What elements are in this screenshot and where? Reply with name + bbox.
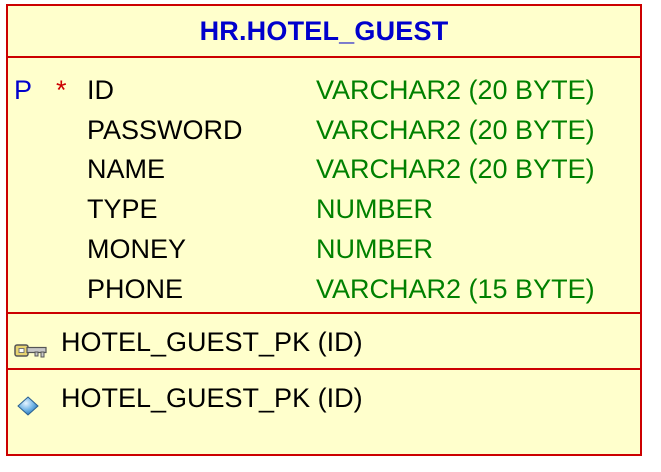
- column-datatype: NUMBER: [316, 194, 434, 224]
- table-header: HR.HOTEL_GUEST: [8, 6, 640, 58]
- column-name: PASSWORD: [87, 115, 243, 145]
- column-row-phone[interactable]: PHONE VARCHAR2 (15 BYTE): [8, 269, 640, 309]
- index-entry[interactable]: HOTEL_GUEST_PK (ID): [8, 378, 640, 418]
- column-datatype: NUMBER: [316, 234, 434, 264]
- column-row-name[interactable]: NAME VARCHAR2 (20 BYTE): [8, 149, 640, 189]
- constraint-label: HOTEL_GUEST_PK (ID): [61, 327, 363, 357]
- column-row-type[interactable]: TYPE NUMBER: [8, 189, 640, 229]
- primary-key-flag: P: [14, 75, 33, 105]
- constraints-section: HOTEL_GUEST_PK (ID): [8, 314, 640, 370]
- index-diamond-icon: [14, 388, 48, 416]
- column-name: NAME: [87, 154, 166, 184]
- column-datatype: VARCHAR2 (20 BYTE): [316, 75, 595, 105]
- column-name: PHONE: [87, 274, 184, 304]
- column-name: ID: [87, 75, 114, 105]
- table-title: HR.HOTEL_GUEST: [199, 15, 449, 46]
- column-datatype: VARCHAR2 (20 BYTE): [316, 115, 595, 145]
- column-row-password[interactable]: PASSWORD VARCHAR2 (20 BYTE): [8, 110, 640, 150]
- column-row-money[interactable]: MONEY NUMBER: [8, 229, 640, 269]
- column-name: TYPE: [87, 194, 158, 224]
- column-name: MONEY: [87, 234, 187, 264]
- column-datatype: VARCHAR2 (20 BYTE): [316, 154, 595, 184]
- primary-key-constraint[interactable]: HOTEL_GUEST_PK (ID): [8, 322, 640, 362]
- table-entity[interactable]: HR.HOTEL_GUEST P * ID VARCHAR2 (20 BYTE)…: [6, 4, 642, 456]
- column-datatype: VARCHAR2 (15 BYTE): [316, 274, 595, 304]
- column-row-id[interactable]: P * ID VARCHAR2 (20 BYTE): [8, 70, 640, 110]
- columns-section: P * ID VARCHAR2 (20 BYTE) PASSWORD VARCH…: [8, 58, 640, 314]
- index-label: HOTEL_GUEST_PK (ID): [61, 383, 363, 413]
- key-icon: [14, 332, 48, 358]
- indexes-section: HOTEL_GUEST_PK (ID): [8, 370, 640, 430]
- mandatory-flag: *: [56, 75, 67, 105]
